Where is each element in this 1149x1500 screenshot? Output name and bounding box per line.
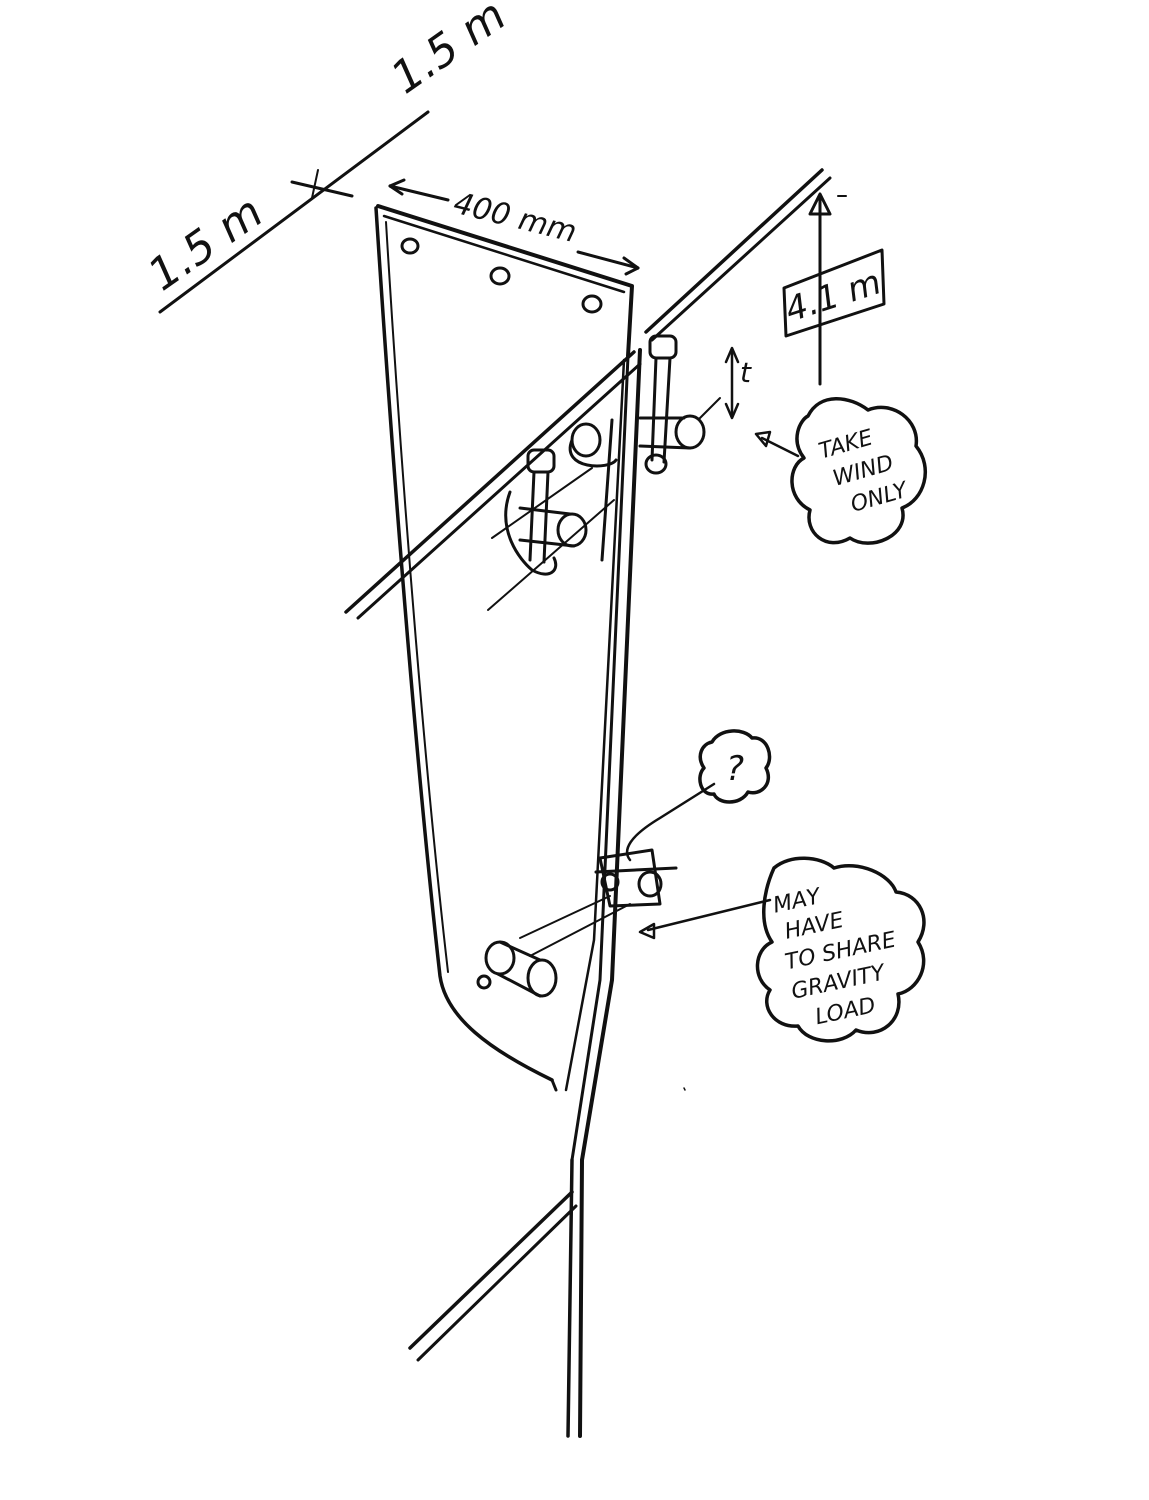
question-mark: ?	[726, 749, 744, 789]
grid-dimension-upper: 1.5 m	[382, 0, 515, 104]
gridlines	[158, 110, 430, 314]
movement-gap-dimension	[724, 346, 740, 420]
facade-glass-edges	[344, 168, 832, 620]
glass-fin-panel	[374, 204, 634, 1092]
gravity-note-cloud	[638, 856, 926, 1043]
vertical-mullion	[408, 348, 642, 1438]
height-dimension	[782, 192, 886, 386]
upper-fixing-brackets	[487, 334, 721, 611]
panel-width-label: 400 mm	[450, 186, 580, 250]
panel-width-dimension	[388, 178, 640, 276]
wind-note-cloud	[754, 397, 927, 545]
lower-fixing-brackets	[476, 848, 678, 998]
gravity-note-text: MAY HAVE TO SHARE GRAVITY LOAD	[771, 884, 898, 1030]
question-cloud	[625, 729, 772, 862]
wind-note-text: TAKE WIND ONLY	[816, 425, 911, 517]
stray-mark	[683, 1087, 686, 1091]
gravity-note-line-5: LOAD	[813, 993, 878, 1030]
gap-label: t	[740, 356, 752, 389]
